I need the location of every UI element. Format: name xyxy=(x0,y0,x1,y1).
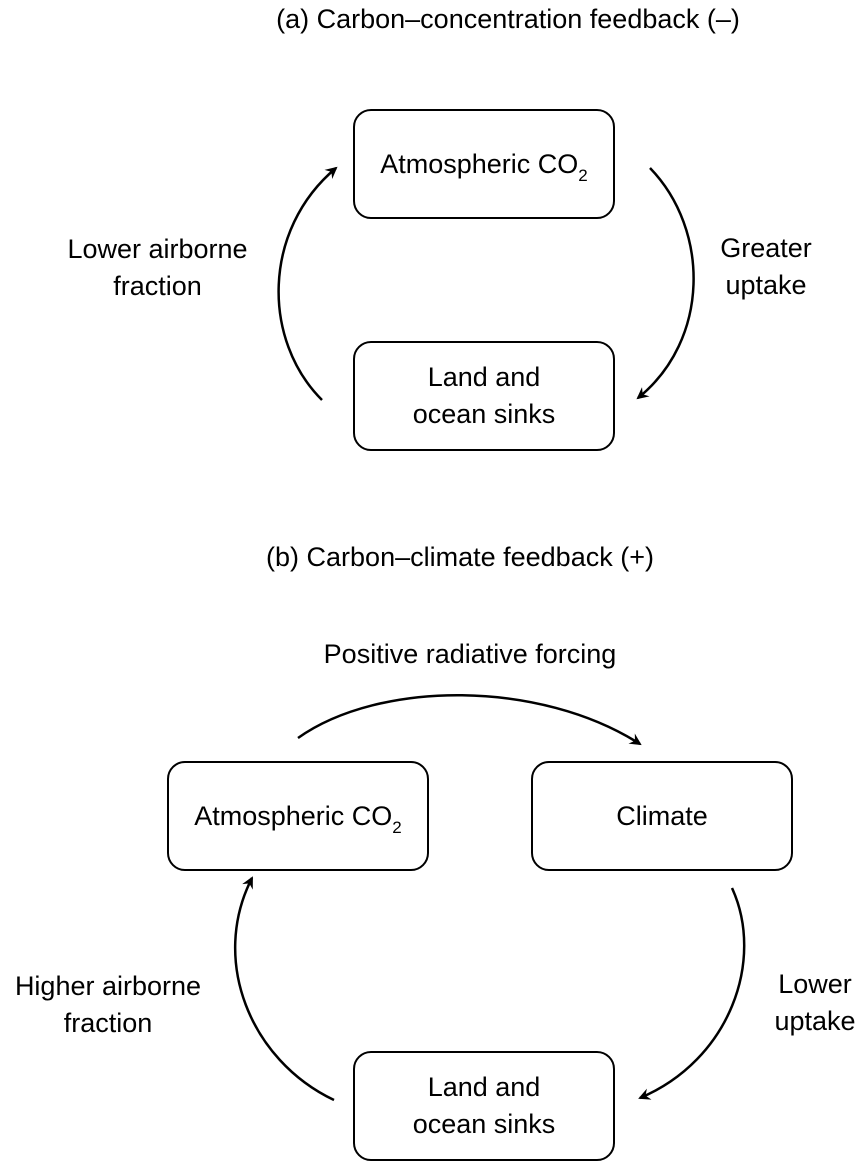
arrow-higher-airborne-fraction xyxy=(233,876,335,1102)
atmospheric-co2-label: Atmospheric CO2 xyxy=(380,148,588,185)
arrow-greater-uptake xyxy=(636,167,695,400)
lower-uptake-label: Lower uptake xyxy=(774,969,856,1036)
sinks-line1: Land and xyxy=(427,362,541,392)
land-ocean-sinks-box-b: Land and ocean sinks xyxy=(353,1051,615,1161)
atmospheric-co2-box-a: Atmospheric CO2 xyxy=(353,109,615,219)
climate-box: Climate xyxy=(531,761,793,871)
panel-b-title: (b) Carbon–climate feedback (+) xyxy=(266,542,654,572)
sinks-line2: ocean sinks xyxy=(412,399,556,429)
sinks-line1: Land and xyxy=(427,1072,541,1102)
atmospheric-co2-label: Atmospheric CO2 xyxy=(194,800,402,837)
greater-uptake-label: Greater uptake xyxy=(720,233,812,300)
arrow-lower-uptake xyxy=(638,887,746,1100)
positive-radiative-forcing-label: Positive radiative forcing xyxy=(323,639,617,669)
land-ocean-sinks-box-a: Land and ocean sinks xyxy=(353,341,615,451)
higher-airborne-fraction-label: Higher airborne fraction xyxy=(14,971,202,1038)
atmospheric-co2-box-b: Atmospheric CO2 xyxy=(167,761,429,871)
panel-a-title: (a) Carbon–concentration feedback (–) xyxy=(276,4,740,34)
sinks-line2: ocean sinks xyxy=(412,1109,556,1139)
lower-airborne-fraction-label: Lower airborne fraction xyxy=(67,234,248,301)
arrow-lower-airborne-fraction xyxy=(277,166,338,401)
climate-label: Climate xyxy=(616,800,708,831)
arrow-positive-radiative-forcing xyxy=(297,694,642,746)
